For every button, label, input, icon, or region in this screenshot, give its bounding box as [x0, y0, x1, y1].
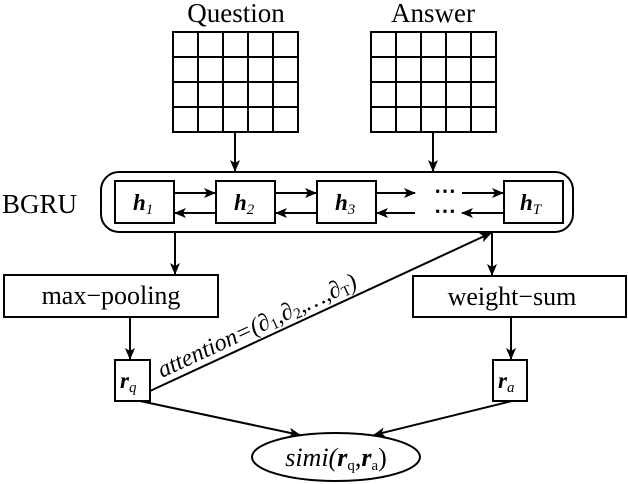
grid-cell: [395, 106, 422, 133]
grid-cell: [272, 106, 299, 133]
grid-cell: [370, 81, 397, 108]
grid-cell: [420, 31, 447, 58]
grid-cell: [395, 81, 422, 108]
grid-cell: [420, 56, 447, 83]
svg-text:h2: h2: [234, 190, 255, 218]
grid-cell: [247, 106, 274, 133]
grid-cell: [420, 81, 447, 108]
grid-cell: [445, 56, 472, 83]
svg-text:hT: hT: [520, 190, 543, 218]
answer-embedding-grid: [370, 31, 497, 133]
grid-cell: [470, 106, 497, 133]
ra-to-simi-arrow: [373, 400, 513, 438]
bgru-label: BGRU: [2, 189, 77, 219]
bgru-container: [100, 171, 574, 233]
weight-sum-box: weight−sum: [412, 275, 627, 318]
svg-text:h3: h3: [335, 190, 355, 218]
grid-cell: [247, 56, 274, 83]
grid-cell: [272, 81, 299, 108]
grid-cell: [197, 31, 224, 58]
grid-cell: [370, 31, 397, 58]
similarity-label: simi(rq,ra): [285, 443, 387, 474]
grid-cell: [247, 31, 274, 58]
grid-cell: [247, 81, 274, 108]
ellipsis-top: ⋯: [434, 178, 456, 203]
grid-cell: [172, 31, 199, 58]
grid-cell: [172, 81, 199, 108]
grid-cell: [172, 56, 199, 83]
grid-cell: [470, 81, 497, 108]
grid-cell: [222, 106, 249, 133]
max-pooling-label: max−pooling: [42, 281, 181, 310]
grid-cell: [222, 31, 249, 58]
grid-cell: [420, 106, 447, 133]
grid-cell: [370, 56, 397, 83]
grid-cell: [370, 106, 397, 133]
hidden-state-h1: h1: [114, 180, 175, 224]
answer-label: Answer: [391, 0, 475, 28]
grid-cell: [172, 106, 199, 133]
similarity-node: simi(rq,ra): [251, 432, 421, 482]
attention-arrow: [149, 232, 492, 392]
svg-text:rq: rq: [120, 368, 137, 396]
grid-cell: [470, 31, 497, 58]
hidden-state-hT: hT: [503, 180, 564, 224]
grid-cell: [197, 106, 224, 133]
hidden-state-h3: h3: [316, 180, 377, 224]
grid-cell: [395, 31, 422, 58]
grid-cell: [445, 31, 472, 58]
grid-cell: [272, 56, 299, 83]
ellipsis-bottom: ⋯: [434, 198, 456, 223]
weight-sum-label: weight−sum: [448, 282, 577, 311]
rq-to-simi-arrow: [139, 400, 301, 438]
grid-cell: [395, 56, 422, 83]
grid-cell: [445, 106, 472, 133]
grid-cell: [470, 56, 497, 83]
max-pooling-box: max−pooling: [3, 274, 219, 318]
grid-cell: [222, 81, 249, 108]
question-embedding-grid: [172, 31, 299, 133]
ra-box: ra: [492, 359, 528, 402]
hidden-state-h2: h2: [215, 180, 276, 224]
grid-cell: [222, 56, 249, 83]
grid-cell: [197, 56, 224, 83]
svg-text:h1: h1: [133, 190, 153, 218]
grid-cell: [272, 31, 299, 58]
rq-box: rq: [114, 359, 151, 402]
grid-cell: [197, 81, 224, 108]
svg-text:ra: ra: [498, 368, 514, 396]
grid-cell: [445, 81, 472, 108]
question-label: Question: [187, 0, 285, 28]
